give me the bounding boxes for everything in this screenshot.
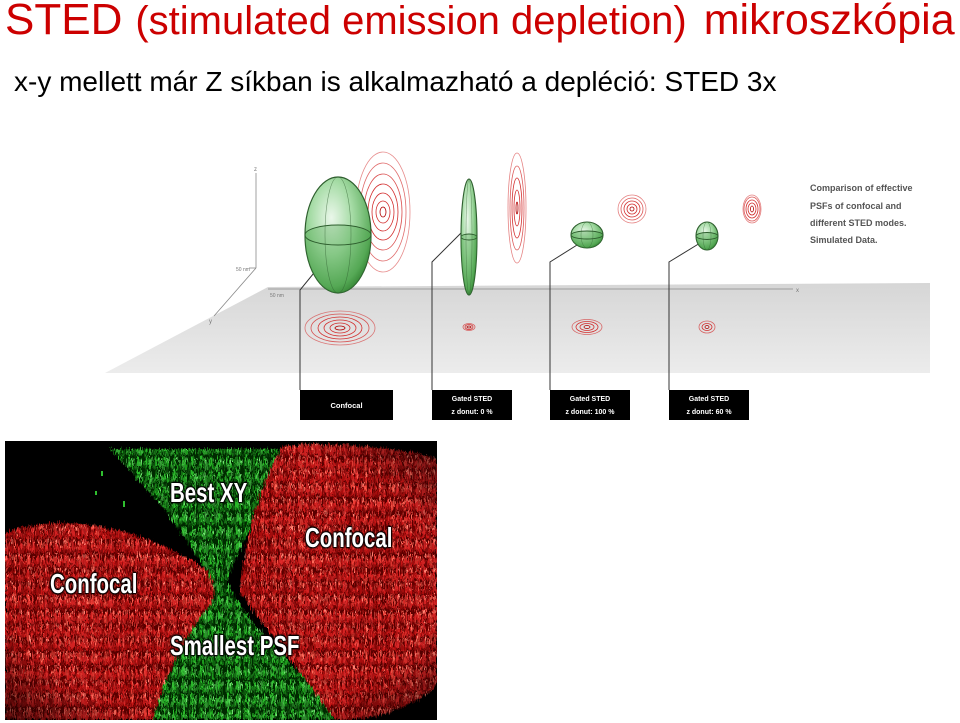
leader-line-confocal [299,267,319,390]
mode-label-sted0: Gated STED z donut: 0 % [432,390,512,420]
x-scale-label: 50 nm [270,293,284,299]
confocal-psf-ellipsoid [304,176,372,294]
sted60-xy-rings [698,320,716,334]
psf-ring [304,310,376,346]
label-box [669,390,749,420]
slide-subtitle: x-y mellett már Z síkban is alkalmazható… [14,66,777,97]
axis-labels: z x y 50 nm 50 nm [209,167,799,325]
y-axis-label: y [209,319,212,325]
intensity-3d-image [5,441,437,720]
psf-ring [334,325,346,331]
psf-ring [617,194,647,224]
psf-ring [698,320,716,334]
y-axis [213,267,257,317]
psf-ring [462,323,476,331]
psf-ring [747,202,757,216]
psf-ring [464,324,474,330]
sted0-xy-rings [462,323,476,331]
sted0-xz-rings [507,152,527,264]
sted60-xz-rings [742,194,762,224]
figure-caption: Comparison of effective PSFs of confocal… [810,183,913,245]
sted60-psf-ellipsoid [695,221,719,251]
psf-ring [575,321,599,333]
image-vignette [5,441,437,720]
title-word: mikroszkópia [703,0,955,44]
z-axis-label: z [254,167,257,173]
label-best-xy: Best XY [170,477,248,508]
leader-line-sted100 [549,239,586,390]
slide-title: STED (stimulated emission depletion) mik… [5,0,955,44]
sted100-xy-rings [571,319,603,335]
mode-label-sted100: Gated STED z donut: 100 % [550,390,630,420]
psf-ring [583,325,591,329]
psf-ring [743,196,761,222]
psf-ring [323,319,357,337]
psf-ring [701,323,713,331]
psf-ring [367,183,399,241]
mode-label-text: Gated STED [689,396,729,403]
mode-detail-text: z donut: 100 % [565,409,615,416]
caption-line: Simulated Data. [810,235,878,245]
psf-ring [623,200,641,218]
title-expansion: (stimulated emission depletion) [135,0,687,43]
psf-ring [375,200,391,224]
psf-ring [513,189,521,227]
psf-ring [750,205,754,213]
z-scale-label: 50 nm [236,267,250,273]
psf-ring [509,165,525,251]
leader-line-sted60 [668,239,706,390]
psf-ring [310,313,370,343]
confocal-xy-rings [304,310,376,346]
psf-ring [745,199,759,219]
mode-label-confocal: Confocal [300,390,393,420]
label-box [550,390,630,420]
label-confocal-upper: Confocal [305,522,393,553]
psf-ring [329,322,351,334]
mode-label-text: Gated STED [452,396,492,403]
axes [213,173,793,317]
label-box [300,390,393,420]
psf-ring [626,203,638,215]
psf-ring [371,192,395,232]
label-confocal-lower: Confocal [50,568,138,599]
sted100-psf-ellipsoid [570,221,604,249]
mode-detail-text: z donut: 60 % [686,409,732,416]
psf-comparison-figure: z x y 50 nm 50 nm [105,151,930,420]
caption-line: PSFs of confocal and [810,201,902,211]
label-smallest-psf: Smallest PSF [170,630,300,661]
label-box [432,390,512,420]
mode-label-sted60: Gated STED z donut: 60 % [669,390,749,420]
psf-ring [629,206,635,212]
psf-ring [511,177,523,239]
psf-ring [379,206,387,218]
psf-ring [466,325,472,329]
psf-ring [620,197,644,221]
leader-lines [299,227,706,390]
sted0-psf-ellipsoid [460,178,478,296]
psf-ring [742,194,762,224]
psf-ring [571,319,603,335]
psf-ring [317,316,363,340]
floor-plane [105,283,930,373]
psf-ring [515,201,519,215]
title-acronym: STED [5,0,123,44]
mode-detail-text: z donut: 0 % [451,409,493,416]
psf-ring [507,152,527,264]
leader-line-sted0 [431,227,467,390]
caption-line: different STED modes. [810,218,907,228]
mode-label-text: Gated STED [570,396,610,403]
mode-label-text: Confocal [330,401,362,410]
sted100-xz-rings [617,194,647,224]
caption-line: Comparison of effective [810,183,913,193]
psf-ring [704,325,710,329]
psf-ring [579,323,595,331]
x-axis-label: x [796,288,799,294]
